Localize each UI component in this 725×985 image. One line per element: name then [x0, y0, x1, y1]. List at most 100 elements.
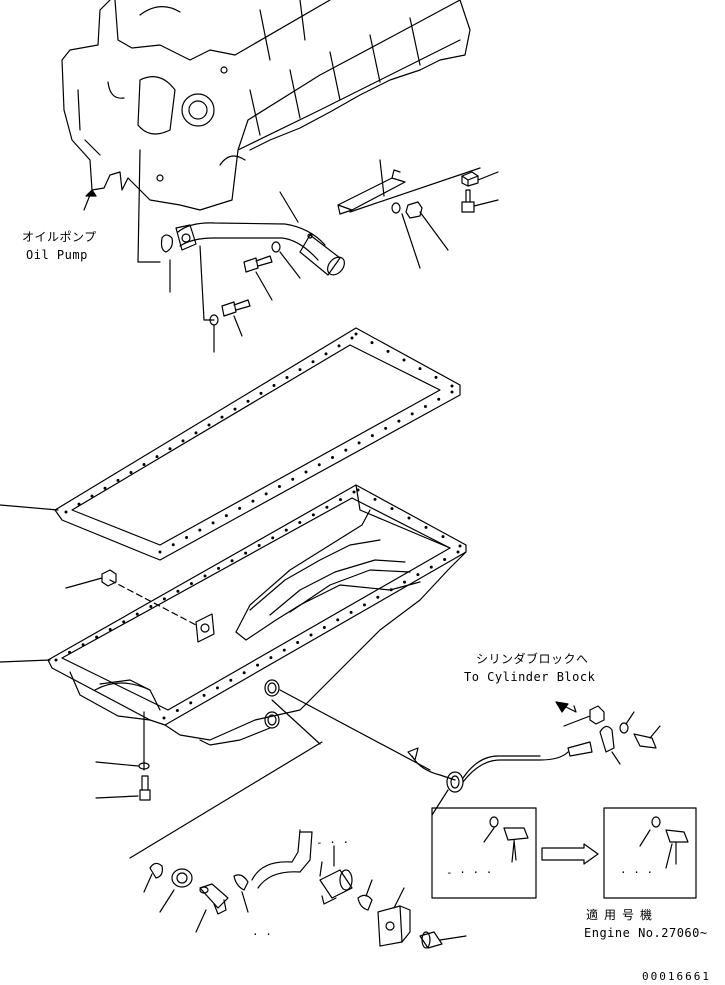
assembly-line — [129, 741, 323, 859]
o-ring — [149, 862, 163, 879]
leader — [95, 795, 139, 799]
gasket-hole — [269, 656, 273, 660]
gasket-hole — [162, 716, 166, 720]
fitting — [589, 705, 605, 725]
leader — [365, 879, 373, 897]
gasket-hole — [116, 478, 120, 482]
gasket-hole — [224, 514, 228, 518]
assembly-line-1 — [137, 149, 141, 263]
gasket-hole — [95, 635, 99, 639]
gasket-hole — [437, 397, 441, 401]
gasket-hole — [284, 528, 288, 532]
gasket-hole — [458, 544, 462, 548]
gasket-hole — [54, 658, 58, 662]
drain-plug — [419, 931, 443, 949]
serial-label-en: Engine No.27060~ — [584, 926, 708, 940]
leader — [477, 171, 499, 181]
gasket-hole — [456, 550, 460, 554]
bolt-1 — [243, 255, 273, 273]
leader — [401, 213, 421, 269]
nut — [461, 171, 479, 187]
gasket-hole — [357, 441, 361, 445]
gasket-hole — [324, 352, 328, 356]
leader — [233, 315, 243, 337]
washer — [489, 816, 499, 828]
gasket-hole — [325, 505, 329, 509]
gasket-hole — [203, 574, 207, 578]
gasket-hole — [370, 434, 374, 438]
leader — [241, 891, 249, 913]
gasket-hole — [331, 455, 335, 459]
leader — [279, 251, 301, 279]
gasket-hole — [429, 565, 433, 569]
washer-3 — [391, 202, 401, 214]
gasket-hole — [171, 543, 175, 547]
gasket-hole — [135, 612, 139, 616]
gasket-hole — [350, 336, 354, 340]
adapter — [171, 868, 193, 888]
bolt-3 — [461, 189, 475, 213]
serial-label-jp: 適用号機 — [586, 908, 659, 922]
breather — [319, 869, 353, 905]
gasket-hole — [158, 550, 162, 554]
gasket-hole — [298, 368, 302, 372]
gasket-hole — [317, 463, 321, 467]
clamp — [233, 874, 249, 891]
clip — [357, 894, 373, 911]
gasket-hole — [322, 625, 326, 629]
leader — [639, 829, 673, 869]
o-ring — [160, 234, 173, 253]
nut-2 — [405, 201, 423, 219]
gasket-hole — [162, 597, 166, 601]
gasket-hole — [362, 603, 366, 607]
gasket-hole — [424, 525, 428, 529]
oil-pump-label-jp: オイルポンプ — [22, 230, 97, 244]
assembly-line — [271, 699, 321, 745]
replacement-arrow — [541, 843, 599, 865]
placeholder-dots: - · · — [316, 836, 350, 849]
sensor-harness — [407, 741, 593, 793]
assembly-line-3 — [199, 245, 215, 321]
gasket-hole — [291, 477, 295, 481]
inset-box-right — [603, 807, 697, 899]
hose — [251, 829, 313, 889]
leader — [393, 887, 405, 909]
gasket-hole — [230, 559, 234, 563]
gasket-hole — [434, 375, 438, 379]
gasket-hole — [336, 618, 340, 622]
gasket-hole — [390, 507, 394, 511]
cylinder-block-label-en: To Cylinder Block — [464, 670, 596, 684]
gasket-hole — [338, 498, 342, 502]
gasket-hole — [407, 516, 411, 520]
gasket-hole — [354, 332, 358, 336]
assembly-line — [279, 689, 431, 771]
oil-pan-holes — [54, 488, 462, 720]
clip — [599, 725, 615, 753]
cylinder-block-label-jp: シリンダブロックへ — [476, 652, 589, 666]
leader — [439, 935, 467, 941]
gasket-hole — [108, 627, 112, 631]
gasket-hole — [370, 341, 374, 345]
gasket-hole — [194, 431, 198, 435]
gasket-hole — [90, 494, 94, 498]
gasket-hole — [256, 663, 260, 667]
bolt — [503, 827, 529, 861]
plug — [101, 569, 117, 587]
placeholder-dots: · · · — [620, 866, 654, 879]
gasket-hole — [142, 463, 146, 467]
gasket-hole — [344, 448, 348, 452]
placeholder-dots: - · · · — [446, 866, 493, 879]
gasket-hole — [198, 528, 202, 532]
assembly-line-4 — [349, 167, 481, 213]
gasket-hole — [403, 580, 407, 584]
gasket-hole — [220, 415, 224, 419]
gasket-hole — [450, 390, 454, 394]
gasket-hole — [296, 641, 300, 645]
gasket-hole — [418, 367, 422, 371]
gasket-hole — [264, 492, 268, 496]
gasket-hole — [257, 543, 261, 547]
inset-box — [431, 807, 537, 899]
gasket-hole — [176, 589, 180, 593]
